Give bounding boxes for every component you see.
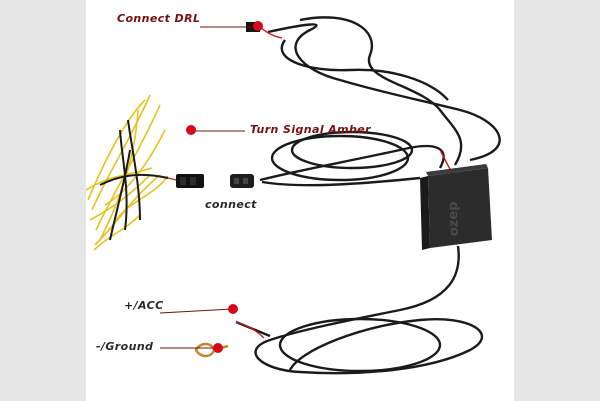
acc-red-lead xyxy=(235,321,265,339)
black-wire-bundle-left xyxy=(99,119,169,241)
left-letterbox xyxy=(0,0,86,401)
label-leader-lines xyxy=(159,26,252,349)
ground-label: -/Ground xyxy=(96,340,154,353)
turn-signal-marker-dot xyxy=(186,125,196,135)
drl-marker-dot xyxy=(253,21,263,31)
connect-label: connect xyxy=(205,198,257,211)
yellow-wire-bundle xyxy=(85,94,169,251)
ground-marker-dot xyxy=(213,343,223,353)
power-cable-loop xyxy=(235,245,484,375)
turn-signal-cable-loop xyxy=(259,130,445,182)
right-letterbox xyxy=(514,0,600,401)
connector-cable xyxy=(261,176,421,187)
ring-terminal xyxy=(194,342,229,358)
acc-label: +/ACC xyxy=(124,299,164,312)
red-markers xyxy=(186,21,263,353)
drl-cable-loop xyxy=(267,16,501,166)
connect-drl-label: Connect DRL xyxy=(117,12,201,25)
acc-marker-dot xyxy=(228,304,238,314)
connector-pair xyxy=(167,174,254,188)
turn-signal-label: Turn Signal Amber xyxy=(250,123,371,136)
control-module-box xyxy=(420,164,492,250)
